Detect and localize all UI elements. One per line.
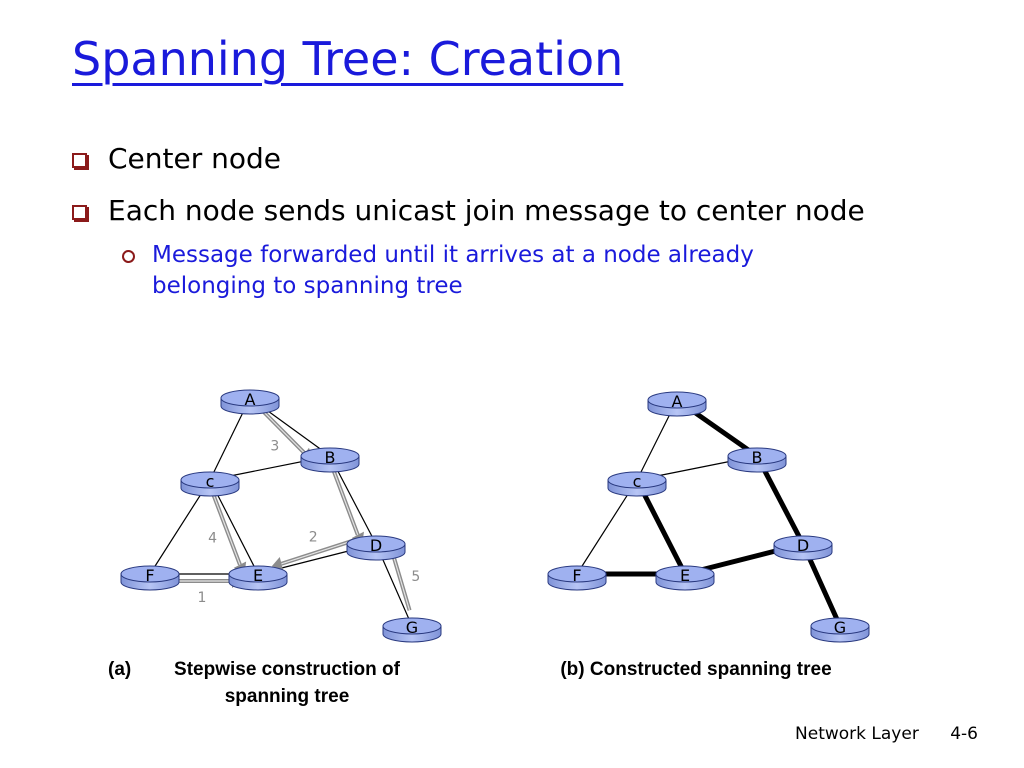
diagram-b-router-f: F bbox=[547, 565, 607, 591]
diagram-a-router-g: G bbox=[382, 617, 442, 643]
router-top-icon bbox=[647, 391, 707, 409]
join-arrow bbox=[332, 470, 364, 544]
page-number: 4-6 bbox=[950, 724, 978, 744]
checkbox-bullet-icon bbox=[72, 153, 87, 168]
router-label: G bbox=[834, 618, 846, 637]
router-top-icon bbox=[727, 447, 787, 465]
arrow-highlight bbox=[281, 540, 354, 565]
sub-bullet-item: Message forwarded until it arrives at a … bbox=[72, 240, 852, 302]
diagram-a-router-a: A bbox=[220, 389, 280, 415]
router-label: E bbox=[253, 566, 263, 585]
slide-footer: Network Layer 4-6 bbox=[795, 724, 978, 744]
diagram-b-router-g: G bbox=[810, 617, 870, 643]
join-arrow: 2 bbox=[271, 530, 354, 571]
slide-title: Spanning Tree: Creation bbox=[72, 32, 624, 86]
diagram-b-router-c: c bbox=[607, 471, 667, 497]
router-label: A bbox=[245, 390, 256, 409]
router-label: F bbox=[572, 566, 581, 585]
diagram-a-router-c: c bbox=[180, 471, 240, 497]
diagram-a-router-f: F bbox=[120, 565, 180, 591]
bullet-item: Each node sends unicast join message to … bbox=[72, 192, 908, 230]
caption-text: Stepwise construction of spanning tree bbox=[174, 659, 400, 707]
router-label: F bbox=[145, 566, 154, 585]
diagram-b-router-d: D bbox=[773, 535, 833, 561]
join-arrow: 4 bbox=[208, 494, 247, 574]
diagram-a-router-e: E bbox=[228, 565, 288, 591]
router-top-icon bbox=[773, 535, 833, 553]
diagram-a-join-arrows: 1 2 3 4 5 bbox=[172, 410, 420, 611]
router-label: E bbox=[680, 566, 690, 585]
caption-prefix: (a) bbox=[108, 659, 132, 680]
diagram-b-links bbox=[574, 397, 843, 629]
router-top-icon bbox=[120, 565, 180, 583]
router-top-icon bbox=[547, 565, 607, 583]
router-top-icon bbox=[180, 471, 240, 489]
router-top-icon bbox=[346, 535, 406, 553]
bullet-list: Center node Each node sends unicast join… bbox=[72, 140, 972, 302]
arrow-highlight bbox=[333, 471, 359, 536]
step-number-label: 2 bbox=[309, 530, 318, 546]
diagram-a-router-d: D bbox=[346, 535, 406, 561]
router-label: B bbox=[325, 448, 336, 467]
router-top-icon bbox=[228, 565, 288, 583]
router-label: D bbox=[797, 536, 809, 555]
diagram-b-caption: (b) Constructed spanning tree bbox=[560, 659, 832, 680]
bullet-item: Center node bbox=[72, 140, 908, 178]
diagram-b-router-a: A bbox=[647, 391, 707, 417]
router-top-icon bbox=[810, 617, 870, 635]
circle-bullet-icon bbox=[122, 250, 135, 263]
bullet-text: Center node bbox=[108, 142, 282, 175]
router-top-icon bbox=[607, 471, 667, 489]
router-top-icon bbox=[300, 447, 360, 465]
step-number-label: 3 bbox=[270, 439, 279, 455]
router-label: D bbox=[370, 536, 382, 555]
bullet-text: Each node sends unicast join message to … bbox=[108, 194, 865, 227]
step-number-label: 5 bbox=[411, 569, 420, 585]
checkbox-bullet-icon bbox=[72, 205, 87, 220]
step-number-label: 1 bbox=[198, 590, 207, 606]
diagram-b-router-e: E bbox=[655, 565, 715, 591]
arrow-highlight bbox=[213, 495, 241, 565]
arrow-highlight bbox=[263, 411, 306, 454]
diagram-b-router-b: B bbox=[727, 447, 787, 473]
diagram-b-nodes: A BcD E F G bbox=[547, 391, 870, 643]
router-label: c bbox=[633, 472, 642, 491]
diagram-a-nodes: A BcD E F G bbox=[120, 389, 442, 643]
router-label: G bbox=[406, 618, 418, 637]
router-top-icon bbox=[220, 389, 280, 407]
router-label: c bbox=[206, 472, 215, 491]
arrow-highlight bbox=[392, 553, 411, 611]
router-top-icon bbox=[382, 617, 442, 635]
footer-label: Network Layer bbox=[795, 724, 919, 744]
diagram-a-router-b: B bbox=[300, 447, 360, 473]
router-label: B bbox=[752, 448, 763, 467]
step-number-label: 4 bbox=[208, 530, 217, 546]
router-top-icon bbox=[655, 565, 715, 583]
router-label: A bbox=[672, 392, 683, 411]
diagram-a-caption: (a) Stepwise construction of spanning tr… bbox=[108, 656, 428, 710]
sub-bullet-text: Message forwarded until it arrives at a … bbox=[152, 242, 754, 299]
